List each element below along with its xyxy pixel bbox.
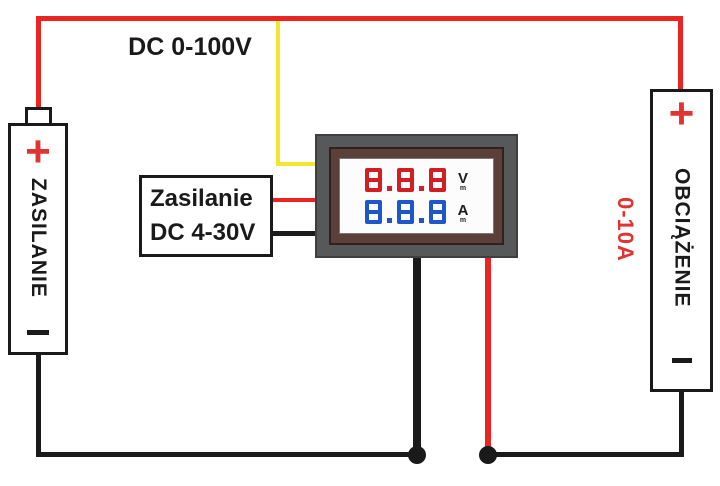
meter-bezel: V m A m (329, 147, 504, 245)
volt-unit: V m (457, 170, 468, 193)
load-label: OBCIĄŻENIE (670, 168, 694, 308)
power-supply-box: + ZASILANIE (8, 123, 68, 355)
wire-supply-minus-black (36, 353, 41, 457)
plus-terminal: + (25, 127, 51, 176)
wire-top-red (36, 16, 683, 21)
wire-bottom-left-black (36, 452, 420, 457)
voltage-digits (364, 168, 446, 192)
panel-meter: V m A m (315, 134, 518, 258)
current-digits (364, 200, 446, 224)
volt-unit-letter: V (457, 170, 468, 188)
amp-unit: A m (457, 202, 469, 225)
wire-load-minus-black (679, 390, 684, 457)
meter-supply-label-line2: DC 4-30V (150, 218, 256, 246)
battery-terminal-nub (25, 107, 52, 126)
meter-supply-label-line1: Zasilanie (150, 185, 253, 213)
junction-dot-left (408, 446, 426, 464)
meter-display: V m A m (339, 158, 494, 234)
wire-meter-vcc-red (273, 198, 320, 202)
meter-supply-label-box: Zasilanie DC 4-30V (139, 175, 273, 257)
junction-dot-right (479, 446, 497, 464)
wire-bottom-right-black (488, 452, 684, 457)
wire-yellow-horizontal (276, 162, 320, 166)
power-supply-label: ZASILANIE (27, 178, 50, 298)
wire-meter-shunt-red (485, 255, 491, 455)
voltage-readout: V m (364, 168, 468, 193)
plus-terminal: + (668, 89, 695, 138)
current-range-label: 0-10A (613, 197, 638, 262)
wire-load-plus-red (678, 16, 683, 92)
wire-meter-shunt-black (413, 255, 421, 455)
voltage-range-label: DC 0-100V (128, 33, 252, 61)
amp-unit-letter: A (457, 202, 469, 220)
wire-yellow-vertical (276, 21, 280, 166)
current-readout: A m (364, 200, 469, 225)
wire-meter-gnd-black (273, 231, 320, 236)
minus-terminal (671, 358, 692, 363)
wire-supply-plus-red (36, 16, 41, 109)
load-box: + OBCIĄŻENIE (650, 89, 713, 392)
volt-unit-sub: m (459, 185, 467, 193)
minus-terminal (27, 330, 49, 335)
amp-unit-sub: m (459, 217, 467, 225)
